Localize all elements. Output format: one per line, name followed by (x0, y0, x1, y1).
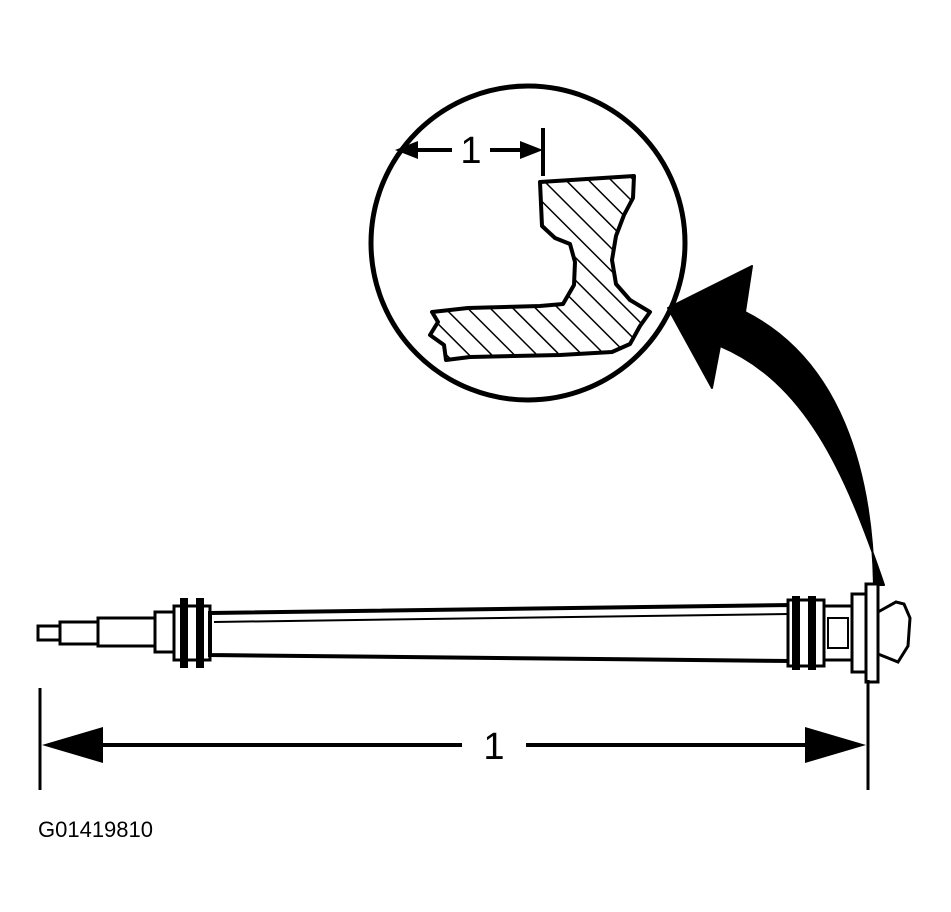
detail-magnifier: 1 (368, 83, 688, 403)
callout-arrow (667, 265, 885, 586)
shaft-tube (208, 602, 792, 664)
detail-dimension-label: 1 (460, 130, 481, 172)
detail-arrow-left (395, 141, 418, 159)
overall-arrow-left (42, 727, 103, 763)
detail-arrow-right (520, 141, 543, 159)
figure-code: G01419810 (38, 817, 153, 842)
overall-arrow-right (805, 727, 866, 763)
left-cv-joint (153, 598, 214, 668)
drive-shaft (36, 582, 912, 684)
spline-section (96, 616, 160, 648)
output-flange (850, 582, 912, 684)
shaft-stub-end (36, 624, 64, 642)
overall-dimension-label: 1 (483, 726, 504, 768)
joint-cross-section (428, 174, 652, 362)
shaft-stub (58, 620, 102, 646)
right-cv-joint (786, 596, 854, 670)
tube-highlight (213, 613, 789, 623)
overall-dimension: 1 (38, 680, 870, 790)
